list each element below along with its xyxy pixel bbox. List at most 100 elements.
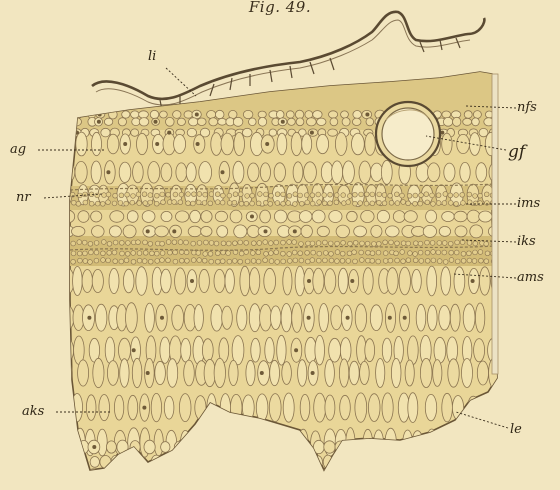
band-cell bbox=[172, 200, 177, 205]
band-cell bbox=[119, 259, 124, 264]
tissue-cell bbox=[439, 226, 450, 236]
tissue-cell bbox=[176, 456, 187, 467]
tissue-cell bbox=[132, 358, 142, 387]
tissue-cell bbox=[186, 163, 196, 182]
tissue-cell bbox=[105, 469, 116, 481]
tissue-cell bbox=[403, 430, 413, 455]
cell-nucleus bbox=[307, 316, 311, 320]
tissue-cell bbox=[195, 396, 206, 420]
tissue-cell bbox=[306, 118, 316, 126]
tissue-cell bbox=[248, 469, 260, 482]
band-cell bbox=[370, 201, 375, 206]
tissue-cell bbox=[188, 226, 201, 237]
tissue-cell bbox=[319, 304, 329, 332]
tissue-cell bbox=[300, 394, 310, 420]
band-cell bbox=[203, 192, 208, 197]
tissue-cell bbox=[184, 360, 195, 386]
band-cell bbox=[167, 200, 172, 205]
tissue-cell bbox=[210, 469, 222, 480]
band-cell bbox=[142, 259, 147, 264]
band-cell bbox=[370, 251, 375, 256]
tissue-cell bbox=[409, 440, 419, 454]
band-cell bbox=[143, 250, 148, 255]
tissue-cell bbox=[355, 304, 366, 332]
band-cell bbox=[173, 259, 178, 264]
band-cell bbox=[413, 201, 418, 206]
band-cell bbox=[461, 251, 466, 256]
band-cell bbox=[370, 192, 375, 197]
tissue-cell bbox=[476, 441, 486, 454]
tissue-cell bbox=[227, 441, 237, 453]
tissue-cell bbox=[230, 394, 242, 420]
tissue-cell bbox=[194, 305, 203, 331]
band-cell bbox=[155, 259, 160, 264]
band-cell bbox=[166, 258, 171, 263]
band-cell bbox=[347, 194, 352, 199]
cell-nucleus bbox=[403, 316, 407, 320]
tissue-cell bbox=[340, 338, 351, 363]
band-cell bbox=[484, 192, 489, 197]
band-cell bbox=[370, 258, 375, 263]
cell-nucleus bbox=[195, 113, 199, 117]
band-cell bbox=[64, 250, 69, 255]
band-cell bbox=[299, 201, 304, 206]
tissue-cell bbox=[394, 440, 405, 453]
band-cell bbox=[317, 200, 322, 205]
band-cell bbox=[227, 259, 232, 264]
band-cell bbox=[244, 201, 249, 206]
cell-nucleus bbox=[155, 142, 159, 146]
tissue-cell bbox=[174, 135, 186, 154]
tissue-cell bbox=[304, 162, 317, 183]
tissue-cell bbox=[258, 117, 266, 126]
tissue-cell bbox=[313, 111, 322, 119]
band-cell bbox=[208, 251, 213, 256]
band-cell bbox=[64, 201, 69, 206]
band-cell bbox=[467, 251, 472, 256]
tissue-cell bbox=[123, 469, 132, 481]
band-cell bbox=[310, 258, 315, 263]
band-cell bbox=[281, 240, 286, 245]
band-cell bbox=[192, 250, 197, 255]
cell-nucleus bbox=[294, 348, 298, 352]
band-cell bbox=[233, 241, 238, 246]
tissue-cell bbox=[63, 455, 72, 468]
cell-nucleus bbox=[471, 279, 475, 283]
band-cell bbox=[238, 192, 243, 197]
tissue-cell bbox=[107, 361, 118, 386]
tissue-cell bbox=[214, 358, 225, 387]
band-cell bbox=[430, 241, 435, 246]
tissue-cell bbox=[376, 359, 385, 388]
tissue-cell bbox=[211, 304, 223, 331]
band-cell bbox=[436, 250, 441, 255]
tissue-cell bbox=[442, 393, 453, 422]
band-cell bbox=[287, 240, 292, 245]
tissue-cell bbox=[181, 430, 191, 454]
band-cell bbox=[334, 200, 339, 205]
band-cell bbox=[264, 251, 269, 256]
tissue-cell bbox=[338, 268, 348, 294]
tissue-cell bbox=[385, 428, 396, 457]
tissue-cell bbox=[441, 267, 451, 295]
tissue-cell bbox=[343, 161, 355, 184]
band-cell bbox=[251, 241, 256, 246]
band-cell bbox=[137, 201, 142, 206]
band-cell bbox=[383, 240, 388, 245]
band-cell bbox=[124, 258, 129, 263]
tissue-cell bbox=[447, 456, 457, 467]
tissue-cell bbox=[136, 456, 146, 468]
tissue-cell bbox=[408, 393, 418, 423]
tissue-cell bbox=[475, 303, 484, 332]
band-cell bbox=[372, 242, 377, 247]
tissue-cell bbox=[234, 469, 244, 481]
band-cell bbox=[250, 193, 255, 198]
cell-nucleus bbox=[365, 113, 369, 117]
band-cell bbox=[340, 251, 345, 256]
band-cell bbox=[100, 201, 105, 206]
band-cell bbox=[232, 259, 237, 264]
tissue-cell bbox=[215, 211, 227, 222]
band-cell bbox=[311, 250, 316, 255]
tissue-cell bbox=[215, 442, 224, 453]
tissue-cell bbox=[484, 394, 494, 421]
tissue-cell bbox=[200, 456, 211, 468]
